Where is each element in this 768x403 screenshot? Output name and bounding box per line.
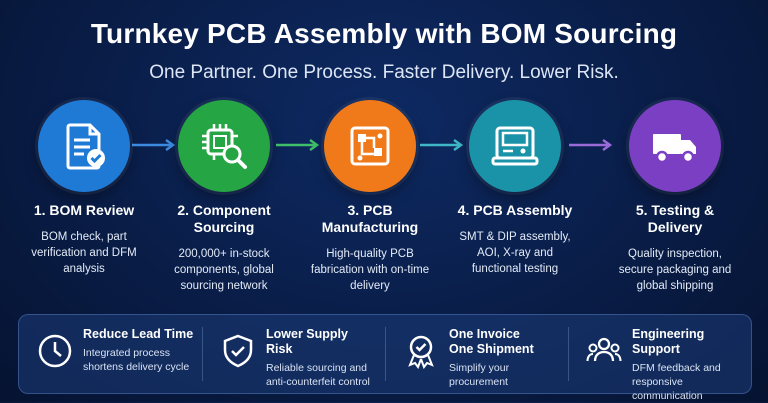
benefit-4-desc: DFM feedback and responsive communicatio… xyxy=(632,362,721,402)
benefit-supply-risk: Lower Supply Risk Reliable sourcing and … xyxy=(202,315,385,393)
benefits-panel: Reduce Lead Time Integrated process shor… xyxy=(18,314,752,402)
step-5-desc: Quality inspection, secure packaging and… xyxy=(618,248,732,292)
benefit-2-desc: Reliable sourcing and anti-counterfeit c… xyxy=(266,362,370,388)
step-5-title: 5. Testing & Delivery xyxy=(635,202,715,235)
clock-icon xyxy=(38,334,72,368)
step-5-circle xyxy=(629,100,721,192)
step-4-title: 4. PCB Assembly xyxy=(457,202,573,218)
page-title: Turnkey PCB Assembly with BOM Sourcing xyxy=(90,18,678,49)
step-bom-review: 1. BOM Review BOM check, part verificati… xyxy=(9,100,159,277)
step-1-title: 1. BOM Review xyxy=(33,202,135,218)
benefit-2-title: Lower Supply Risk xyxy=(266,327,348,356)
process-steps: 1. BOM Review BOM check, part verificati… xyxy=(0,100,768,310)
step-pcb-assembly: 4. PCB Assembly SMT & DIP assembly, AOI,… xyxy=(440,100,590,277)
page-subtitle: One Partner. One Process. Faster Deliver… xyxy=(149,62,619,83)
benefit-3-desc: Simplify your procurement xyxy=(449,362,510,388)
arrow-3-icon xyxy=(420,138,464,152)
benefit-one-invoice: One Invoice One Shipment Simplify your p… xyxy=(385,315,568,393)
step-pcb-manufacturing: 3. PCB Manufacturing High-quality PCB fa… xyxy=(295,100,445,294)
step-3-circle xyxy=(324,100,416,192)
team-icon xyxy=(586,337,622,362)
step-3-desc: High-quality PCB fabrication with on-tim… xyxy=(310,248,430,292)
step-component-sourcing: 2. Component Sourcing 200,000+ in-stock … xyxy=(149,100,299,294)
document-check-icon xyxy=(66,123,105,170)
shield-check-icon xyxy=(223,334,253,368)
step-3-title: 3. PCB Manufacturing xyxy=(321,202,419,235)
chip-search-icon xyxy=(202,124,247,169)
arrow-1-icon xyxy=(132,138,176,152)
benefit-lead-time: Reduce Lead Time Integrated process shor… xyxy=(19,315,202,393)
arrow-2-icon xyxy=(276,138,320,152)
step-testing-delivery: 5. Testing & Delivery Quality inspection… xyxy=(600,100,750,294)
machine-icon xyxy=(491,126,539,166)
benefit-4-title: Engineering Support xyxy=(632,327,705,356)
step-4-desc: SMT & DIP assembly, AOI, X-ray and funct… xyxy=(459,231,571,275)
step-2-circle xyxy=(178,100,270,192)
step-2-desc: 200,000+ in-stock components, global sou… xyxy=(174,248,274,292)
benefit-1-title: Reduce Lead Time xyxy=(83,327,194,341)
step-1-desc: BOM check, part verification and DFM ana… xyxy=(31,231,137,275)
circuit-board-icon xyxy=(350,126,390,166)
arrow-4-icon xyxy=(569,138,613,152)
benefit-1-desc: Integrated process shortens delivery cyc… xyxy=(83,347,190,373)
award-badge-icon xyxy=(408,335,434,369)
step-1-circle xyxy=(38,100,130,192)
truck-icon xyxy=(653,134,696,164)
step-4-circle xyxy=(469,100,561,192)
benefit-3-title: One Invoice One Shipment xyxy=(449,327,534,356)
step-2-title: 2. Component Sourcing xyxy=(177,202,271,235)
benefit-engineering-support: Engineering Support DFM feedback and res… xyxy=(568,315,751,402)
